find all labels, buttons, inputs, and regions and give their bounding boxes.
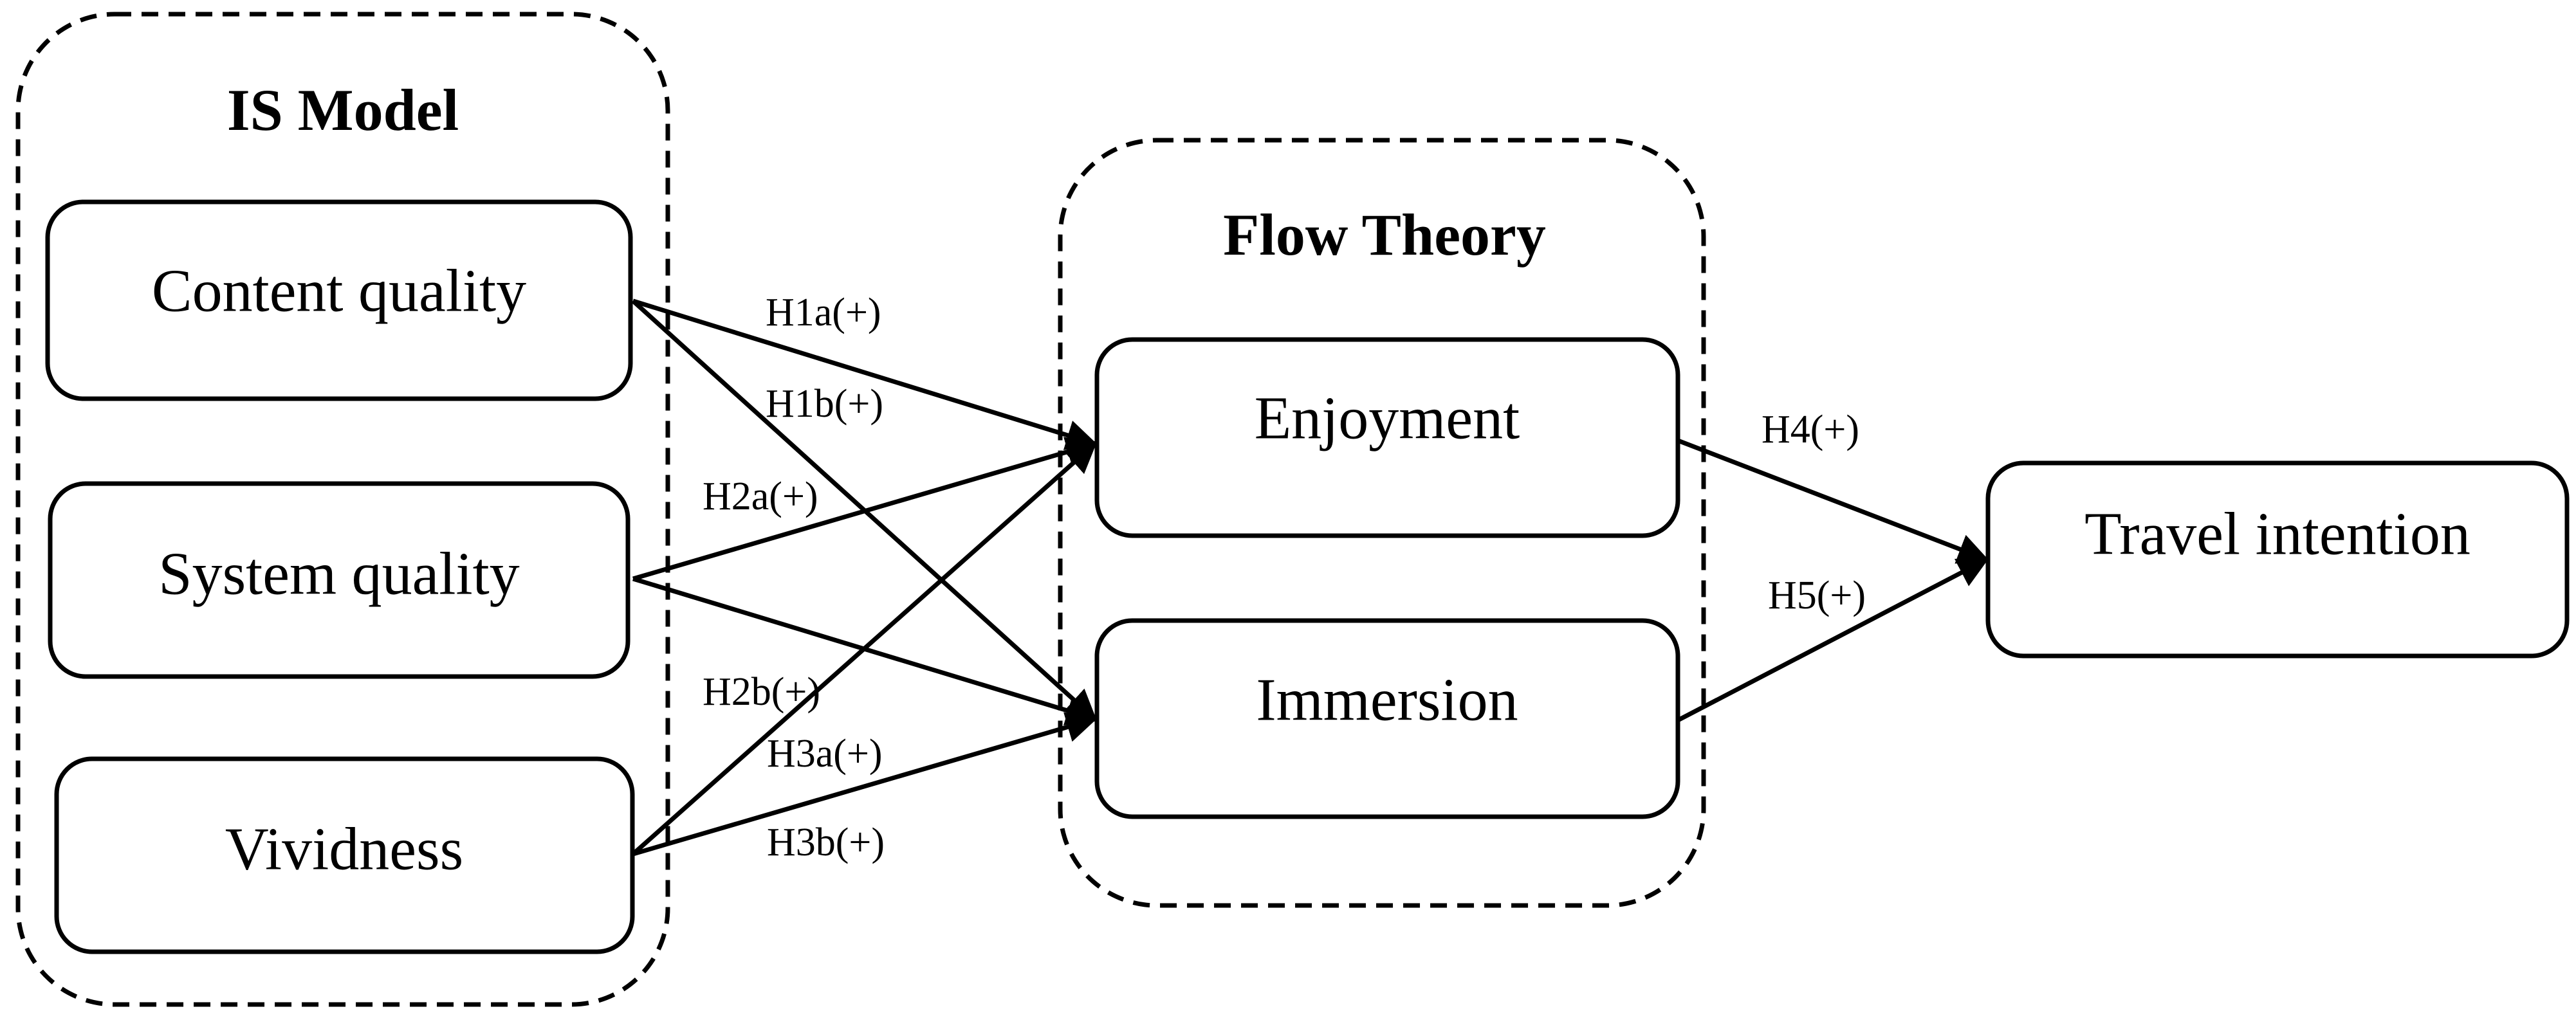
edge-h1a [632,298,1098,450]
node-travel-intention: Travel intention [1985,460,2570,659]
immersion-box [1094,618,1680,819]
vividness-box [54,756,635,954]
travel-intention-label: Travel intention [2084,501,2470,568]
node-content-quality: Content quality [45,199,633,401]
label-h1b: H1b(+) [766,382,883,426]
enjoyment-label: Enjoyment [1255,385,1520,452]
content-quality-label: Content quality [152,258,526,325]
node-immersion: Immersion [1094,618,1680,819]
edge-h3b [632,712,1098,857]
vividness-label: Vividness [225,816,463,883]
label-h3b: H3b(+) [767,821,885,864]
label-h4: H4(+) [1762,408,1859,451]
edges [631,298,1989,857]
label-h2b: H2b(+) [703,670,820,714]
travel-intention-box [1985,460,2570,659]
immersion-label: Immersion [1256,667,1518,734]
content-quality-box [45,199,633,401]
node-enjoyment: Enjoyment [1094,337,1680,538]
label-h3a: H3a(+) [767,732,883,776]
system-quality-label: System quality [158,541,519,608]
system-quality-box [48,481,630,679]
edge-h4 [1677,438,1989,564]
is-model-title: IS Model [227,77,459,143]
node-system-quality: System quality [48,481,630,679]
enjoyment-box [1094,337,1680,538]
hypothesis-labels: H1a(+) H1b(+) H2a(+) H2b(+) H3a(+) H3b(+… [703,291,1866,864]
is-model-group [15,12,670,1007]
label-h2a: H2a(+) [703,475,818,518]
edge-h2a [632,437,1098,581]
flow-theory-group [1058,138,1706,908]
flow-theory-title: Flow Theory [1223,202,1546,268]
node-vividness: Vividness [54,756,635,954]
label-h1a: H1a(+) [766,291,881,334]
edge-h3a [631,442,1097,856]
label-h5: H5(+) [1768,574,1866,617]
edge-h5 [1677,557,1989,723]
